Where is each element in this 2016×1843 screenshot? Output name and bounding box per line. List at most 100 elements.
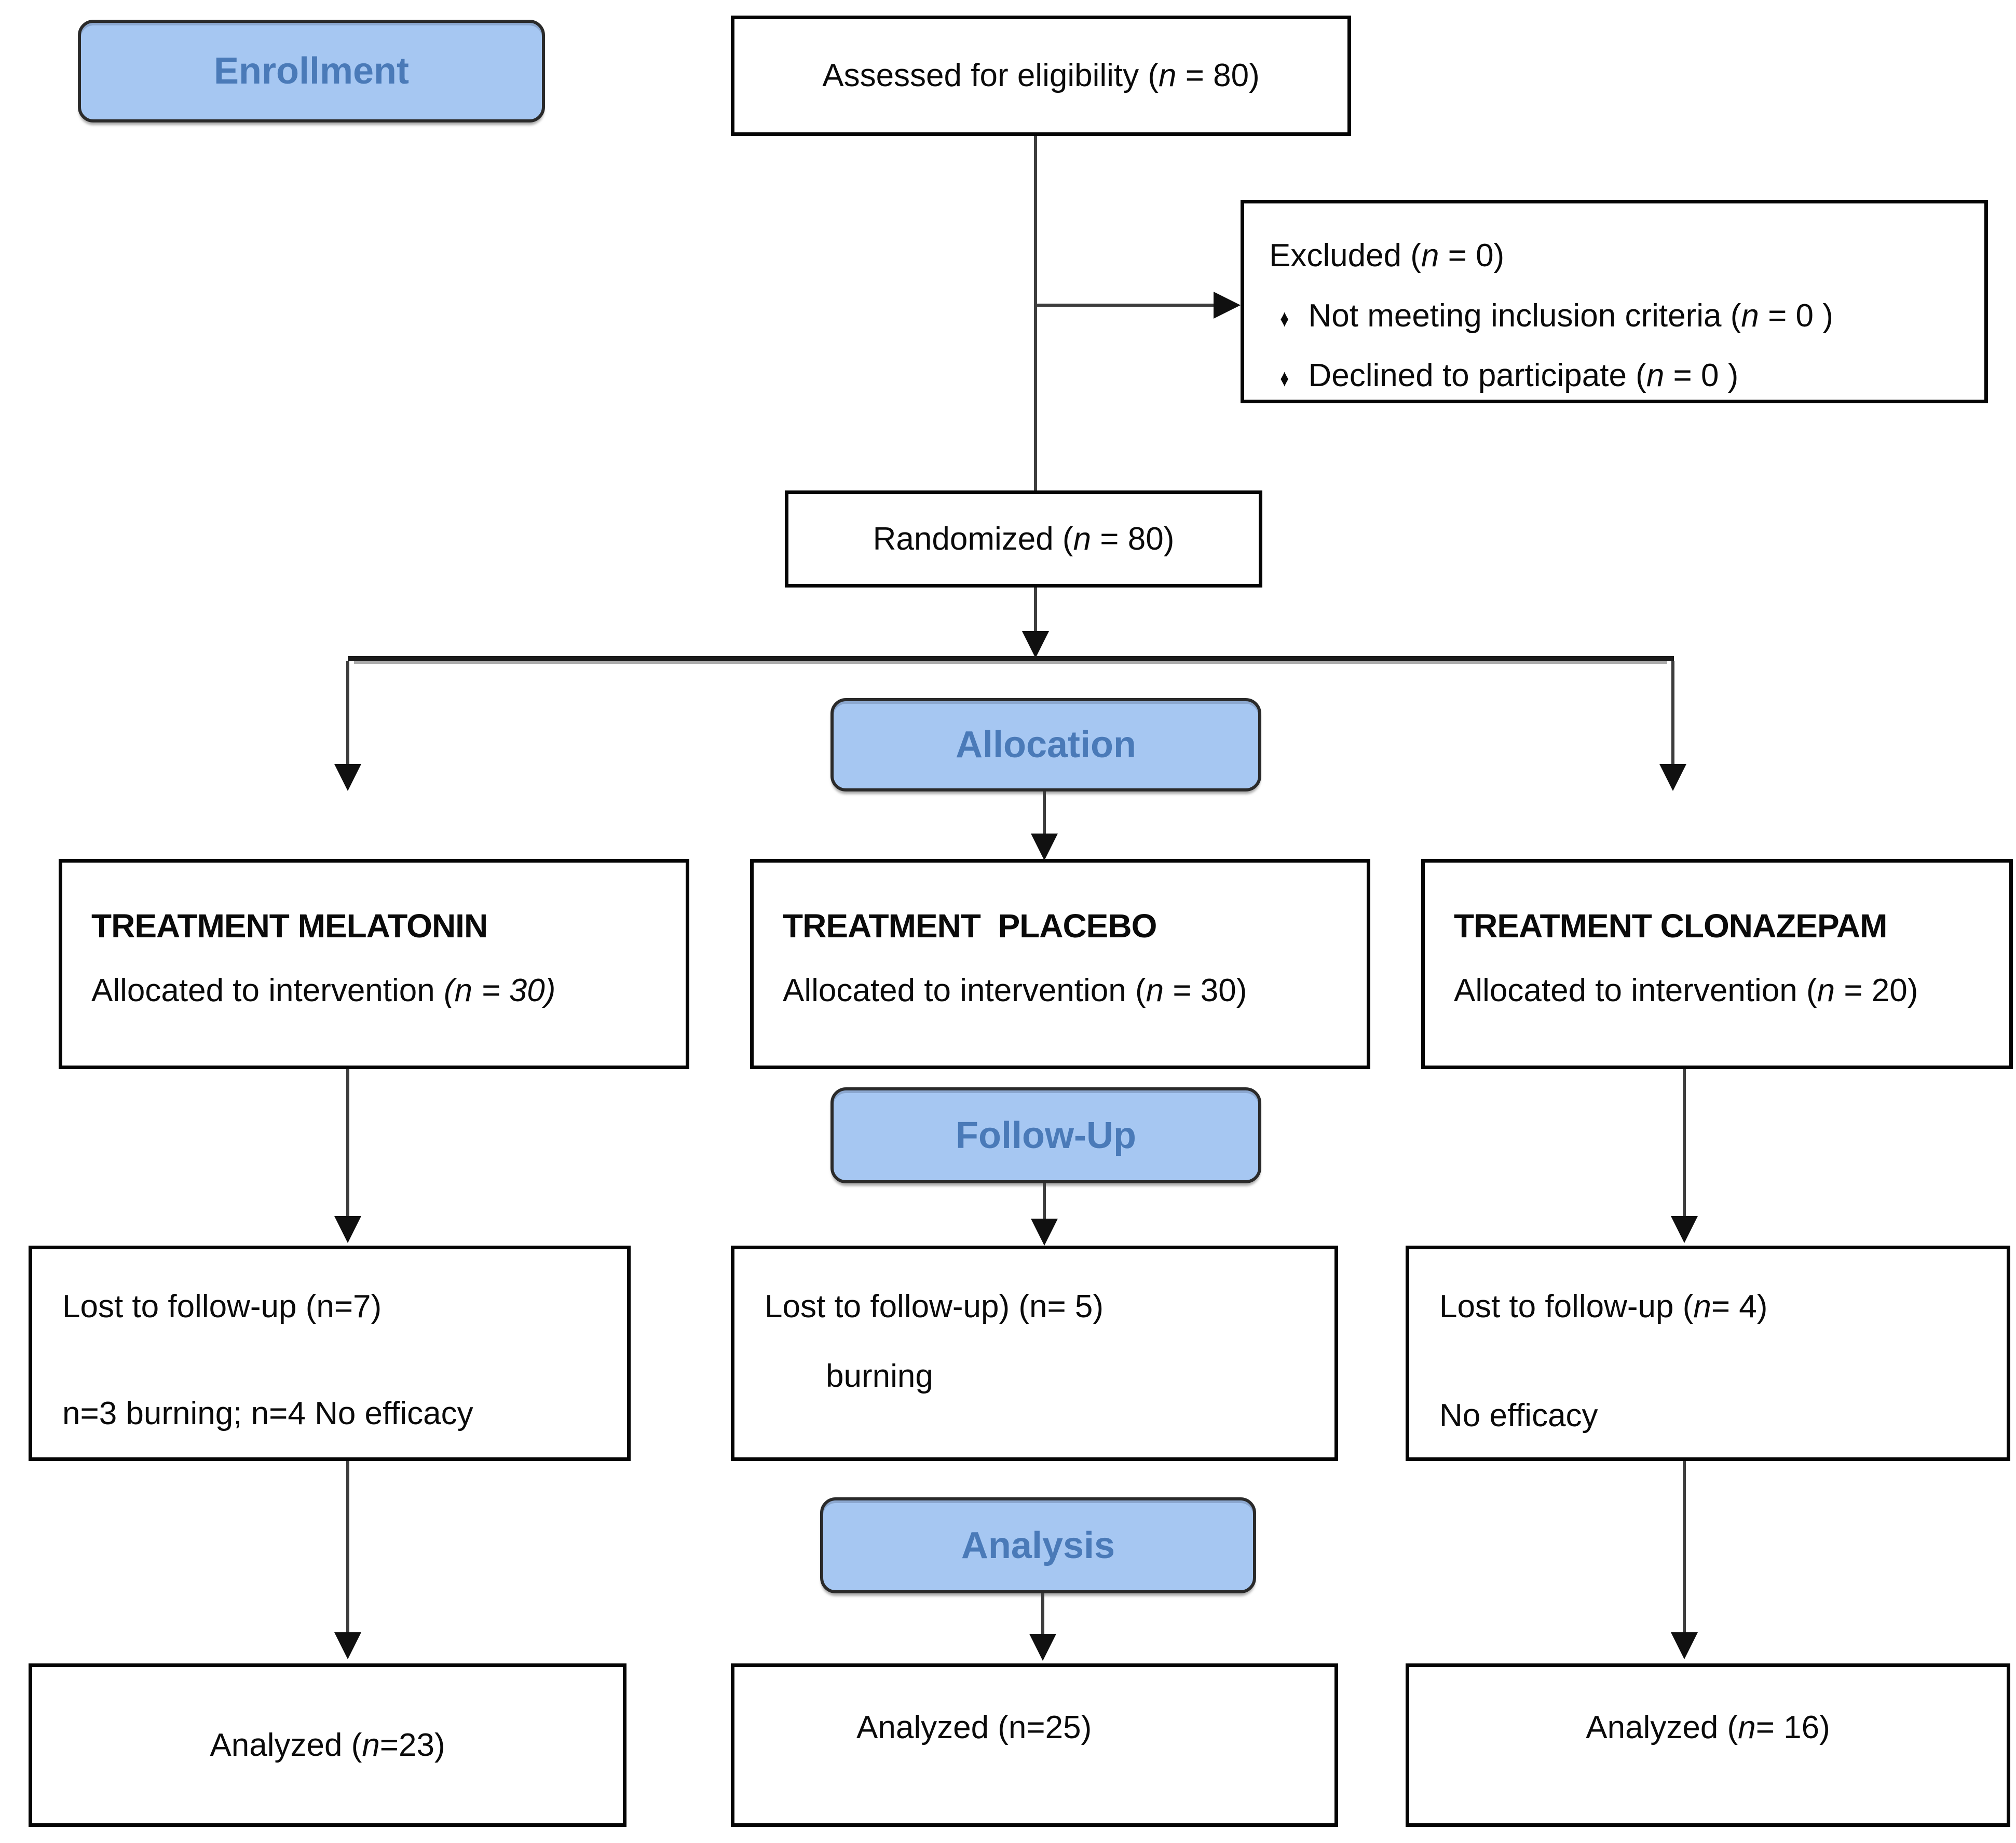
arm-melatonin-box: TREATMENT MELATONIN Allocated to interve…	[59, 859, 689, 1069]
arrowhead-down-lost-placebo-icon	[1031, 1219, 1058, 1246]
assessed-eligibility-box: Assessed for eligibility (n = 80)	[731, 16, 1351, 136]
analyzed-melatonin-box: Analyzed (n=23)	[29, 1663, 626, 1827]
excluded-bullet-inclusion: ♦ Not meeting inclusion criteria (n = 0 …	[1269, 296, 1964, 336]
analyzed-clonazepam-pre: Analyzed (	[1586, 1710, 1738, 1745]
lost-clonazepam-line1: Lost to follow-up (n= 4)	[1439, 1287, 1986, 1327]
followup-stage-chip: Follow-Up	[830, 1087, 1261, 1183]
arm-clonazepam-alloc-n: n	[1817, 973, 1835, 1008]
connector-melatonin-to-lost	[346, 1069, 349, 1217]
analyzed-melatonin-text: Analyzed (n=23)	[210, 1725, 445, 1766]
analyzed-placebo-pre: Analyzed (n=25)	[856, 1710, 1092, 1745]
arm-clonazepam-alloc-pre: Allocated to intervention (	[1454, 973, 1817, 1008]
lost-clonazepam-post: = 4)	[1711, 1289, 1768, 1325]
randomized-box: Randomized (n = 80)	[785, 490, 1262, 588]
excluded-bullet-inclusion-text: Not meeting inclusion criteria (n = 0 )	[1308, 296, 1833, 336]
lost-clonazepam-box: Lost to follow-up (n= 4) No efficacy	[1406, 1246, 2010, 1461]
analyzed-melatonin-n: n	[362, 1727, 380, 1763]
excluded-bullet-declined: ♦ Declined to participate (n = 0 )	[1269, 356, 1964, 396]
excluded-title-n: n	[1421, 238, 1439, 274]
arm-placebo-alloc-pre: Allocated to intervention (	[783, 973, 1146, 1008]
lost-clonazepam-pre: Lost to follow-up (	[1439, 1289, 1694, 1325]
lost-clonazepam-line2: No efficacy	[1439, 1397, 1598, 1434]
excluded-item1-n: n	[1646, 358, 1665, 393]
arm-placebo-box: TREATMENT PLACEBO Allocated to intervent…	[750, 859, 1370, 1069]
arm-placebo-title: TREATMENT PLACEBO	[783, 907, 1157, 945]
analyzed-clonazepam-n: n	[1738, 1710, 1756, 1745]
arrowhead-down-branch-icon	[1022, 631, 1049, 658]
excluded-title-pre: Excluded (	[1269, 238, 1421, 274]
arrowhead-down-analyzed-clonazepam-icon	[1671, 1632, 1698, 1659]
connector-branch-to-melatonin	[346, 661, 349, 765]
arrowhead-down-analyzed-melatonin-icon	[334, 1632, 361, 1659]
assessed-text-post: = 80)	[1176, 58, 1260, 94]
lost-placebo-line1: Lost to follow-up) (n= 5)	[765, 1287, 1314, 1327]
assessed-text-pre: Assessed for eligibility (	[822, 58, 1159, 94]
randomized-text-post: = 80)	[1091, 521, 1175, 557]
analyzed-placebo-box: Analyzed (n=25)	[731, 1663, 1338, 1827]
connector-lost-to-analyzed-melatonin	[346, 1461, 349, 1633]
arrowhead-down-placebo-icon	[1031, 834, 1058, 861]
lost-placebo-box: Lost to follow-up) (n= 5) burning	[731, 1246, 1338, 1461]
lost-clonazepam-n: n	[1693, 1289, 1711, 1325]
connector-allocation-to-placebo	[1043, 791, 1046, 835]
connector-analysis-to-analyzed-placebo	[1041, 1593, 1044, 1635]
diamond-bullet-icon: ♦	[1280, 364, 1289, 391]
excluded-item1-pre: Declined to participate (	[1308, 358, 1646, 393]
lost-melatonin-line2: n=3 burning; n=4 No efficacy	[62, 1395, 473, 1431]
lost-melatonin-pre: Lost to follow-up (n=7)	[62, 1289, 382, 1325]
randomized-text-n: n	[1073, 521, 1092, 557]
arm-clonazepam-box: TREATMENT CLONAZEPAM Allocated to interv…	[1421, 859, 2013, 1069]
analyzed-melatonin-post: =23)	[379, 1727, 445, 1763]
randomized-text: Randomized (n = 80)	[873, 519, 1175, 559]
analysis-stage-chip: Analysis	[820, 1497, 1256, 1593]
arrowhead-down-lost-melatonin-icon	[334, 1216, 361, 1243]
allocation-stage-chip: Allocation	[830, 698, 1261, 791]
branch-line-shadow	[354, 661, 1667, 664]
arm-melatonin-title: TREATMENT MELATONIN	[91, 907, 488, 945]
arm-placebo-alloc-n: n	[1146, 973, 1164, 1008]
arm-melatonin-allocated: Allocated to intervention (n = 30)	[91, 971, 665, 1011]
arrowhead-right-excluded-icon	[1214, 292, 1241, 319]
branch-line	[348, 656, 1674, 661]
excluded-item1-post: = 0 )	[1664, 358, 1739, 393]
lost-placebo-pre: Lost to follow-up) (n= 5)	[765, 1289, 1104, 1325]
arrowhead-down-clonazepam-icon	[1659, 764, 1686, 791]
followup-stage-label: Follow-Up	[956, 1114, 1136, 1156]
connector-branch-to-clonazepam	[1671, 661, 1674, 765]
analyzed-placebo-text: Analyzed (n=25)	[856, 1708, 1092, 1748]
lost-melatonin-box: Lost to follow-up (n=7) n=3 burning; n=4…	[29, 1246, 631, 1461]
randomized-text-pre: Randomized (	[873, 521, 1073, 557]
arrowhead-down-lost-clonazepam-icon	[1671, 1216, 1698, 1243]
lost-placebo-line2: burning	[826, 1358, 933, 1394]
arrowhead-down-analyzed-placebo-icon	[1029, 1634, 1056, 1661]
arm-placebo-alloc-post: = 30)	[1164, 973, 1247, 1008]
excluded-title-post: = 0)	[1439, 238, 1505, 274]
enrollment-stage-label: Enrollment	[213, 50, 410, 92]
arm-clonazepam-title: TREATMENT CLONAZEPAM	[1454, 907, 1887, 945]
connector-followup-to-lost-placebo	[1043, 1183, 1046, 1220]
assessed-eligibility-text: Assessed for eligibility (n = 80)	[822, 56, 1260, 96]
excluded-bullet-declined-text: Declined to participate (n = 0 )	[1308, 356, 1738, 396]
arm-clonazepam-allocated: Allocated to intervention (n = 20)	[1454, 971, 1988, 1011]
excluded-item0-pre: Not meeting inclusion criteria (	[1308, 297, 1741, 334]
assessed-text-n: n	[1159, 58, 1177, 94]
arm-melatonin-alloc-pre: Allocated to intervention	[91, 973, 444, 1008]
enrollment-stage-chip: Enrollment	[78, 20, 545, 122]
analyzed-clonazepam-text: Analyzed (n= 16)	[1586, 1708, 1830, 1748]
allocation-stage-label: Allocation	[955, 724, 1136, 766]
lost-melatonin-line1: Lost to follow-up (n=7)	[62, 1287, 606, 1327]
arm-placebo-allocated: Allocated to intervention (n = 30)	[783, 971, 1346, 1011]
excluded-item0-n: n	[1741, 297, 1759, 334]
arm-melatonin-alloc-n: (n = 30)	[443, 973, 556, 1008]
connector-assessed-to-randomized	[1034, 136, 1037, 490]
arrowhead-down-melatonin-icon	[334, 764, 361, 791]
excluded-item0-post: = 0 )	[1759, 297, 1833, 334]
excluded-box: Excluded (n = 0) ♦ Not meeting inclusion…	[1241, 200, 1988, 403]
diamond-bullet-icon: ♦	[1280, 304, 1289, 332]
connector-lost-to-analyzed-clonazepam	[1683, 1461, 1686, 1633]
connector-clonazepam-to-lost	[1683, 1069, 1686, 1217]
excluded-title: Excluded (n = 0)	[1269, 236, 1964, 276]
connector-to-excluded	[1036, 304, 1220, 307]
analyzed-melatonin-pre: Analyzed (	[210, 1727, 362, 1763]
